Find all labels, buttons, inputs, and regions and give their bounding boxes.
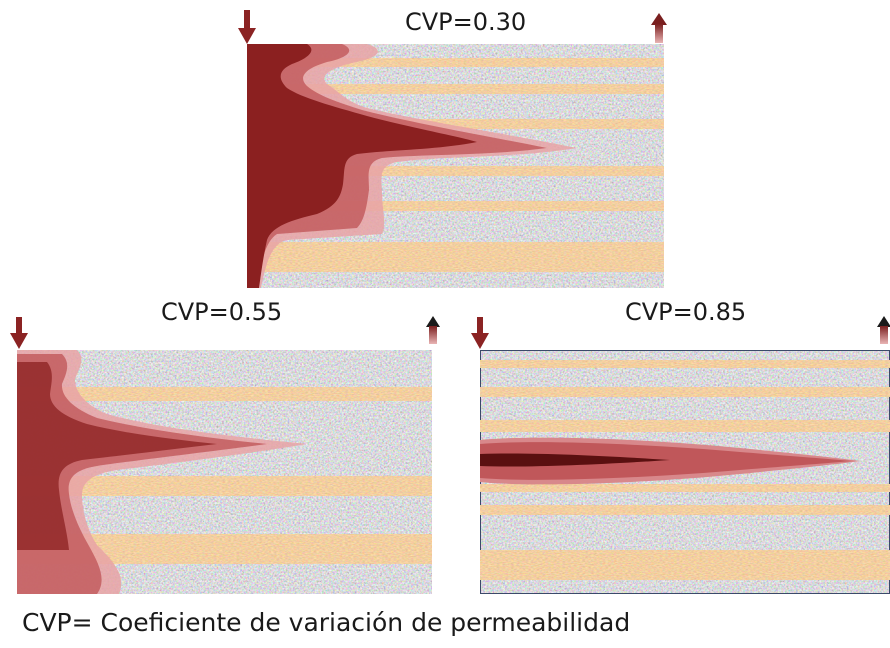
down-arrow-icon: [238, 10, 256, 44]
flood-front-dark: [247, 44, 477, 288]
reservoir-panel-right: [480, 350, 890, 594]
down-arrow-icon: [471, 317, 489, 349]
panel-title-left: CVP=0.55: [161, 298, 283, 326]
up-arrow-icon: [426, 316, 440, 344]
up-arrow-icon: [651, 13, 667, 43]
sand-layers: [247, 58, 664, 272]
down-arrow-icon: [10, 317, 28, 349]
reservoir-panel-left: [17, 350, 432, 594]
reservoir-panel-top: [247, 44, 664, 288]
flood-front-mid: [480, 442, 852, 480]
up-arrow-icon: [877, 316, 890, 344]
panel-title-right: CVP=0.85: [625, 298, 747, 326]
panel-title-top: CVP=0.30: [405, 8, 527, 36]
flood-front-dark: [17, 362, 217, 550]
figure-caption: CVP= Coeficiente de variación de permeab…: [22, 608, 631, 637]
sand-layers: [480, 360, 890, 580]
flood-front-dark: [480, 453, 670, 467]
flood-front-mid: [17, 354, 267, 594]
flood-front-light: [17, 350, 307, 594]
